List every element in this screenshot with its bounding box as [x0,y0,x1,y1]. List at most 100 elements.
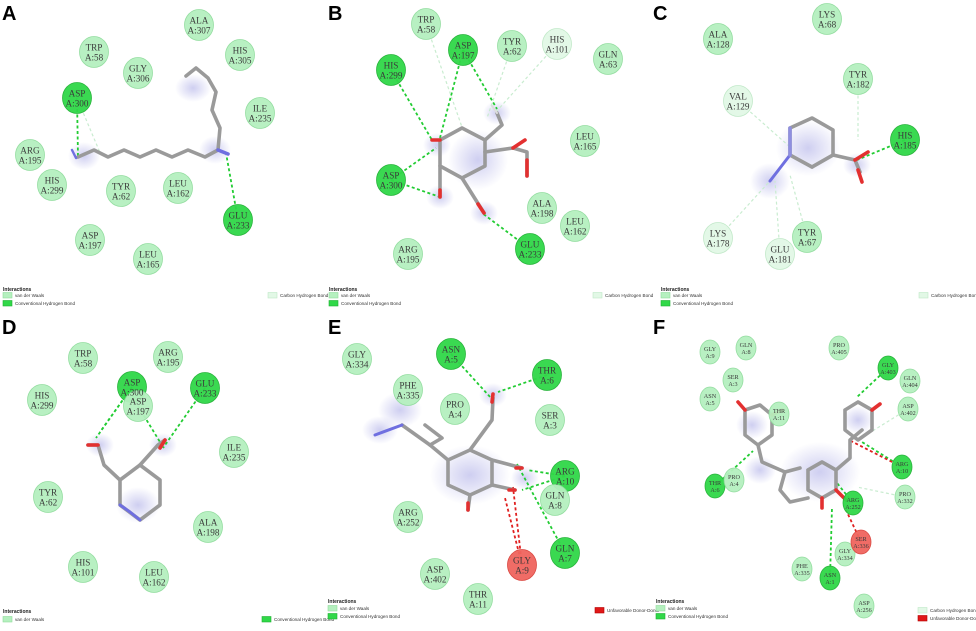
legend-swatch [917,615,928,622]
residue-name: GLU [229,211,248,221]
residue-asp-a-300 [62,82,92,114]
ligand-bond [743,403,774,447]
residue-name: LEU [566,217,584,227]
interaction-line [481,212,531,250]
ligand-bond [118,503,142,522]
residue-name: PHE [796,563,808,570]
residue-gln-a-8 [540,484,570,516]
legend-swatch [267,292,278,299]
residue-trp-a-58 [79,36,109,68]
ligand-bond [400,423,444,447]
residue-number: A:182 [847,80,870,90]
ligand-bond [853,150,870,162]
residue-name: ASP [427,565,444,575]
residue-asp-a-300 [376,164,406,196]
legend-label: Carbon Hydrogen Bond [605,293,654,298]
residue-phe-a-335 [791,556,813,582]
residue-number: A:195 [19,156,42,166]
residue-number: A:300 [380,181,403,191]
ligand-glow-layer [68,74,874,523]
residue-tyr-a-62 [106,175,136,207]
residue-number: A:4 [729,481,738,488]
residue-name: TRP [418,15,435,25]
legend-label: van der Waals [15,617,45,622]
residue-number: A:63 [599,60,618,70]
residue-number: A:197 [452,51,475,61]
residue-name: GLN [740,342,753,349]
legend-swatch [327,605,338,612]
residue-name: ARG [895,461,909,468]
legend-swatch [655,613,666,620]
residue-his-a-185 [890,124,920,156]
residue-number: A:67 [798,238,817,248]
legend-label: van der Waals [15,293,45,298]
residue-name: ASP [130,397,147,407]
residue-name: HIS [45,176,60,186]
residue-name: PRO [899,491,912,498]
residue-number: A:402 [424,575,447,585]
residue-name: TRP [86,43,103,53]
residue-number: A:252 [397,518,420,528]
residue-name: GLN [599,50,618,60]
residue-number: A:402 [900,410,915,417]
legend-swatch [918,292,929,299]
legend-label: van der Waals [341,293,371,298]
residue-glu-a-233 [190,372,220,404]
residue-lys-a-68 [812,3,842,35]
legend-label: Conventional Hydrogen Bond [341,301,401,306]
residue-asp-a-197 [448,34,478,66]
residue-number: A:3 [728,381,737,388]
ligand-bond [856,168,864,184]
residue-number: A:181 [769,255,792,265]
residue-number: A:334 [346,360,369,370]
residue-name: THR [709,480,722,487]
residue-gly-a-9 [507,549,537,581]
residue-number: A:307 [188,26,211,36]
residue-number: A:334 [837,555,852,562]
residue-name: ALA [533,199,552,209]
residue-gln-a-63 [593,43,623,75]
residue-name: GLN [904,375,917,382]
residue-number: A:58 [85,53,104,63]
panel-letter-c: C [653,3,667,25]
residue-name: THR [538,366,557,376]
ligand-bond [870,402,882,412]
residue-his-a-101 [542,28,572,60]
interaction-line [76,97,79,158]
ligand-glow [175,74,211,102]
residue-name: THR [469,590,488,600]
ligand-bond [736,400,747,412]
residue-trp-a-58 [411,8,441,40]
residue-asn-a-5 [699,386,721,412]
residue-his-a-299 [37,169,67,201]
residue-number: A:3 [543,421,557,431]
residue-number: A:335 [397,391,420,401]
residue-number: A:235 [223,453,246,463]
residue-number: A:252 [845,504,860,511]
residue-name: GLN [546,491,565,501]
residue-ile-a-235 [219,436,249,468]
ligand-glow [86,433,114,457]
legend-swatch [592,292,603,299]
residues-layer [15,3,921,619]
legend-title: Interactions [3,287,32,293]
residue-number: A:299 [380,71,403,81]
residue-tyr-a-182 [843,63,873,95]
legend-title: Interactions [328,599,357,605]
residue-name: HIS [550,35,565,45]
residue-number: A:335 [794,570,809,577]
residue-name: GLY [348,350,366,360]
residue-asp-a-402 [420,558,450,590]
legend-swatch [2,292,13,299]
residue-number: A:9 [515,566,529,576]
residue-name: LEU [169,179,187,189]
legend-title: Interactions [656,599,685,605]
residue-asp-a-197 [75,224,105,256]
legend-title: Interactions [3,609,32,615]
residue-number: A:185 [894,141,917,151]
ligand-bond [778,470,810,504]
residue-name: ASP [383,171,400,181]
ligand-layer [70,66,882,522]
residue-gly-a-334 [342,343,372,375]
